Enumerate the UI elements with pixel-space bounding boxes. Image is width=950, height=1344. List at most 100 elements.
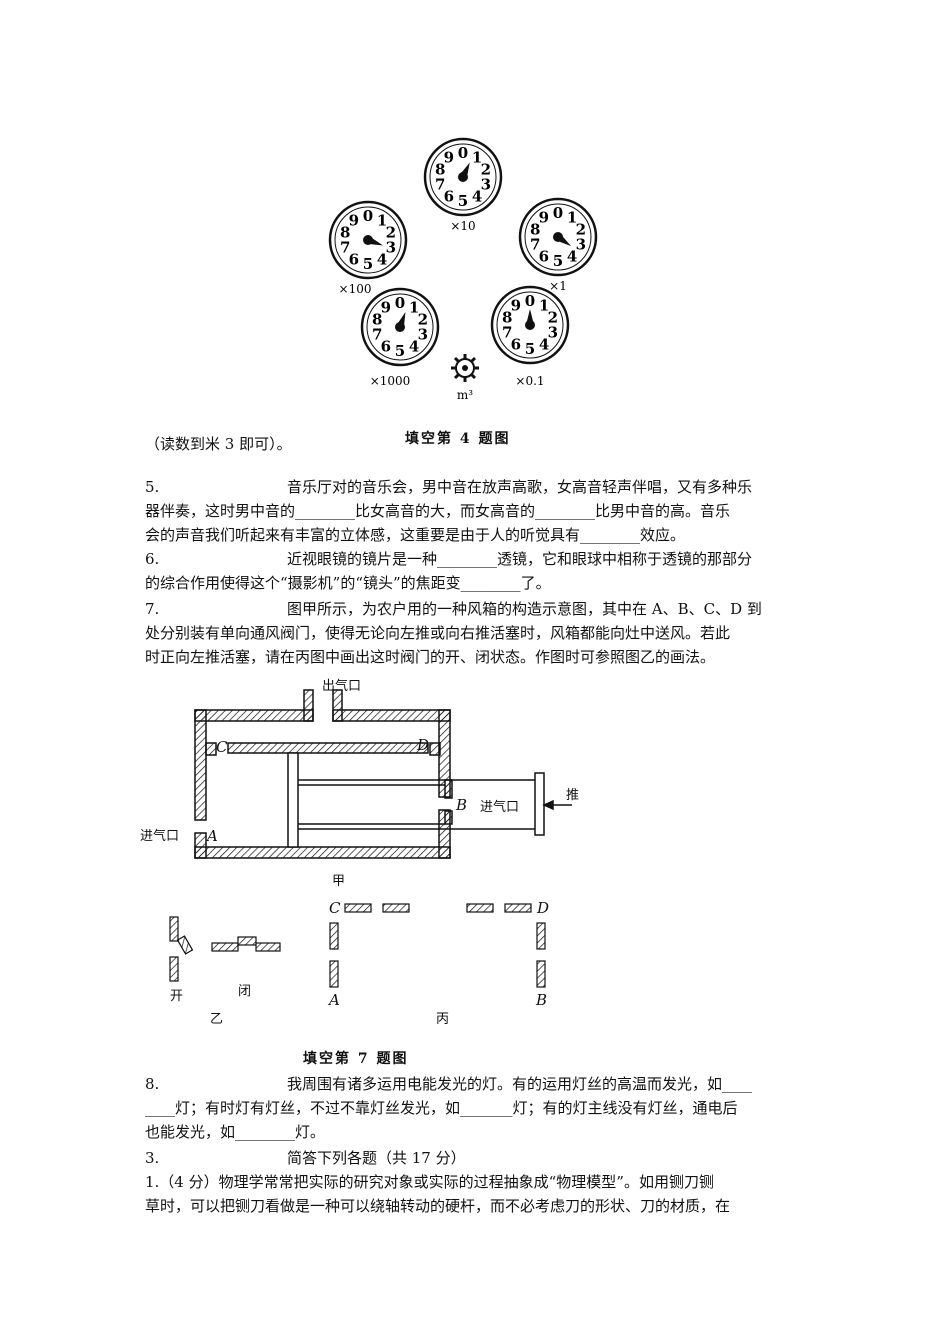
dial-inner-ring — [524, 203, 592, 271]
dial-digit: 2 — [548, 309, 558, 327]
section-3-heading: 3. 简答下列各题（共 17 分） — [145, 1146, 466, 1170]
sub-question-1-line-2: 草时，可以把铡刀看做是一种可以绕轴转动的硬杆，而不必考虑刀的形状、刀的材质，在 — [145, 1197, 731, 1215]
closed-label: 闭 — [238, 984, 251, 999]
dial-digit: 4 — [567, 247, 577, 265]
blank-a-label: A — [327, 991, 340, 1009]
piston — [287, 752, 545, 848]
valve-d-label: D — [416, 736, 429, 754]
question-text: 音乐厅对的音乐会，男中音在放声高歌，女高音轻声伴唱，又有多种乐 — [287, 478, 753, 496]
dial-digit: 3 — [481, 175, 491, 193]
dial-digit: 4 — [377, 250, 387, 268]
section-title: 简答下列各题（共 17 分） — [287, 1149, 466, 1167]
question-7-line-3: 时正向左推活塞，请在丙图中画出这时阀门的开、闭状态。作图时可参照图乙的画法。 — [145, 648, 716, 666]
question-text: 我周围有诸多运用电能发光的灯。有的运用灯丝的高温而发光，如____ — [287, 1075, 753, 1093]
dial-digit: 3 — [418, 325, 428, 343]
valve-example — [169, 916, 281, 982]
dial-digit: 7 — [502, 323, 512, 341]
dial-digit: 0 — [363, 207, 373, 225]
dial-inner-ring — [429, 143, 497, 211]
question-number: 7. — [145, 600, 160, 618]
section-number: 3. — [145, 1149, 160, 1167]
valve-b-label: B — [455, 796, 467, 814]
open-label: 开 — [170, 989, 183, 1004]
dial-digit: 4 — [409, 337, 419, 355]
star-wheel-icon — [451, 354, 479, 382]
question-number: 6. — [145, 550, 160, 568]
dial-multiplier-label: ×0.1 — [515, 374, 544, 388]
blank-c-label: C — [329, 899, 341, 917]
question-6-line-2: 的综合作用使得这个“摄影机”的“镜头”的焦距变________了。 — [145, 574, 551, 592]
question-6-line-1: 6. 近视眼镜的镜片是一种________透镜，它和眼球中相称于透镜的那部分 — [145, 547, 752, 571]
dial-digit: 1 — [377, 212, 387, 230]
dial-digit: 1 — [472, 149, 482, 167]
dial-digit: 5 — [553, 252, 563, 270]
dial-digit: 5 — [363, 255, 373, 273]
dial-digit: 9 — [511, 297, 521, 315]
question-5-line-1: 5. 音乐厅对的音乐会，男中音在放声高歌，女高音轻声伴唱，又有多种乐 — [145, 475, 752, 499]
question-8-line-2: ____灯；有时灯有灯丝，不过不靠灯丝发光，如_______灯；有的灯主线没有灯… — [145, 1099, 738, 1117]
dial-multiplier-label: ×1 — [549, 279, 567, 293]
question-number: 8. — [145, 1075, 160, 1093]
valve-a-label: A — [205, 827, 218, 845]
dial-digit: 9 — [381, 299, 391, 317]
dial-digit: 8 — [340, 224, 350, 242]
dial-outer-ring — [360, 287, 440, 367]
dial-inner-ring — [334, 206, 402, 274]
dial-digit: 6 — [511, 335, 521, 353]
dial-digit: 2 — [386, 224, 396, 242]
dial-digit: 1 — [409, 299, 419, 317]
dial-multiplier-label: ×1000 — [370, 374, 411, 388]
dial-digit: 6 — [539, 247, 549, 265]
dial-hub — [553, 232, 563, 242]
question-number: 5. — [145, 478, 160, 496]
question-5-line-2: 器伴奏，这时男中音的________比女高音的大，而女高音的________比男… — [145, 502, 731, 520]
push-label: 推 — [566, 788, 579, 803]
bellows-housing — [194, 689, 451, 859]
question-text: 近视眼镜的镜片是一种________透镜，它和眼球中相称于透镜的那部分 — [287, 550, 753, 568]
dial-digit: 2 — [418, 311, 428, 329]
dial-hub — [363, 235, 373, 245]
dial-digit: 2 — [576, 221, 586, 239]
dial-digit: 8 — [530, 221, 540, 239]
dial-digit: 6 — [349, 250, 359, 268]
dial-outer-ring — [423, 137, 503, 217]
dial-digit: 0 — [553, 204, 563, 222]
inlet-left-label: 进气口 — [140, 828, 179, 844]
dial-digit: 6 — [381, 337, 391, 355]
dial-digit: 5 — [525, 340, 535, 358]
figure-bing-label: 丙 — [436, 1012, 449, 1025]
dial-digit: 9 — [444, 149, 454, 167]
question-5-line-3: 会的声音我们听起来有丰富的立体感，这重要是由于人的听觉具有________效应。 — [145, 526, 686, 544]
figure-7-bellows: 出气口 进气口 进气口 推 C D A B 甲 开 闭 乙 C D A B 丙 — [140, 678, 579, 1025]
dial-digit: 9 — [349, 212, 359, 230]
dial-hub — [458, 172, 468, 182]
dial-outer-ring — [490, 285, 570, 365]
figure-yi-label: 乙 — [210, 1012, 223, 1025]
inlet-right-label: 进气口 — [480, 799, 519, 815]
dial-digit: 2 — [481, 161, 491, 179]
dial-digit: 6 — [444, 187, 454, 205]
sub-question-1-line-1: 1.（4 分）物理学常常把实际的研究对象或实际的过程抽象成“物理模型”。如用铡刀… — [145, 1173, 714, 1191]
dial-outer-ring — [328, 200, 408, 280]
figure-7-caption: 填空第 7 题图 — [303, 1051, 409, 1067]
valve-c-label: C — [216, 738, 228, 756]
dial-inner-ring — [496, 291, 564, 359]
figure-4-caption: 填空第 4 题图 — [405, 431, 511, 447]
blank-d-label: D — [536, 899, 549, 917]
dial-digit: 8 — [372, 311, 382, 329]
figure-jia-label: 甲 — [332, 874, 345, 889]
dial-digit: 7 — [372, 325, 382, 343]
dial-digit: 0 — [395, 294, 405, 312]
outlet-label: 出气口 — [322, 678, 361, 694]
question-8-line-3: 也能发光，如________灯。 — [145, 1123, 326, 1141]
dial-digit: 0 — [525, 292, 535, 310]
dial-digit: 7 — [435, 175, 445, 193]
dial-inner-ring — [366, 293, 434, 361]
unit-label: m³ — [457, 388, 473, 402]
